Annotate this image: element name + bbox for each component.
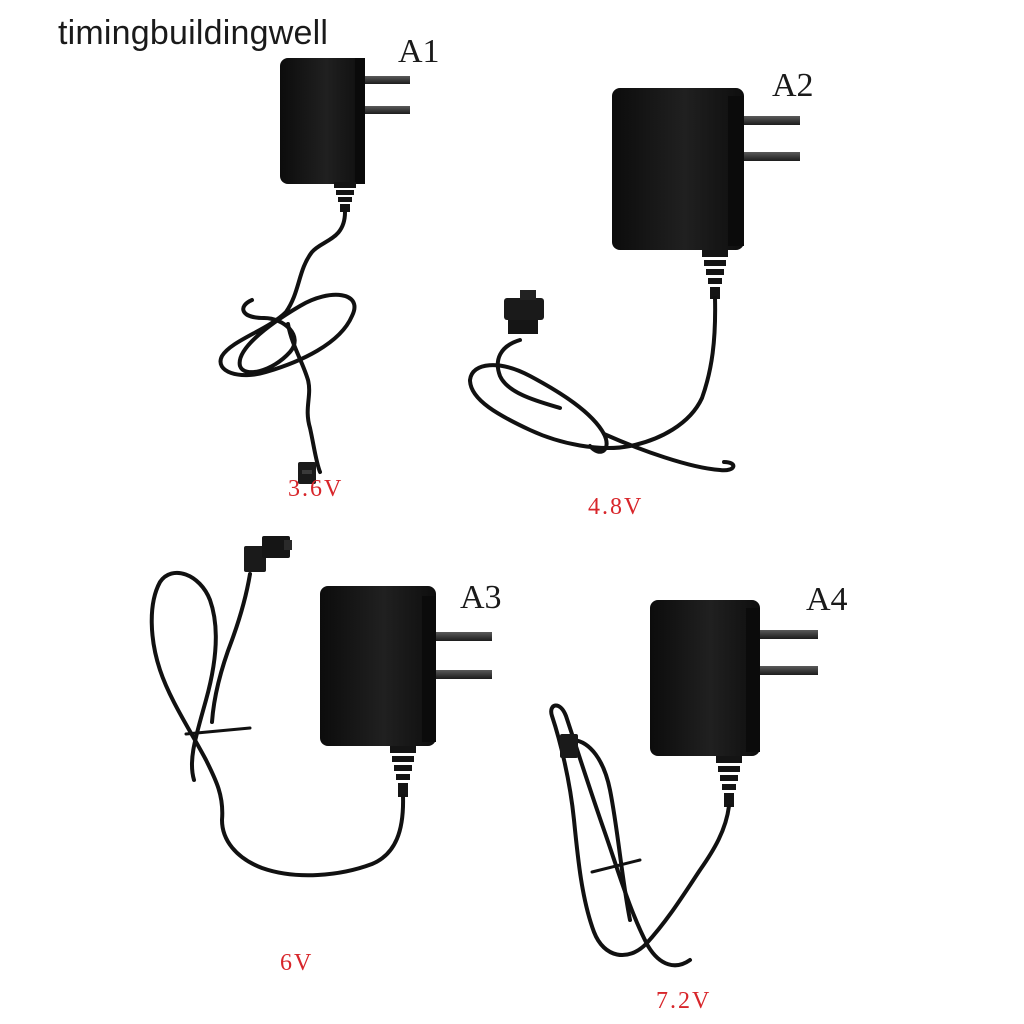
strain-relief bbox=[716, 756, 742, 807]
adapter-a3 bbox=[149, 536, 492, 878]
adapter-a2 bbox=[467, 88, 800, 473]
adapter-body bbox=[280, 58, 364, 184]
adapter-body bbox=[320, 586, 436, 746]
plug-prongs-icon bbox=[432, 632, 492, 679]
voltage-label: 3.6V bbox=[288, 476, 343, 502]
power-cable bbox=[549, 703, 731, 968]
plug-prongs-icon bbox=[756, 630, 818, 675]
adapter-body bbox=[612, 88, 744, 250]
jst-connector bbox=[298, 462, 316, 484]
jst-connector bbox=[244, 536, 292, 572]
power-cable bbox=[218, 210, 357, 378]
adapter-a1 bbox=[218, 58, 410, 484]
jst-connector bbox=[560, 734, 578, 758]
voltage-label: 4.8V bbox=[588, 494, 643, 520]
strain-relief bbox=[702, 250, 728, 299]
model-label: A2 bbox=[772, 67, 814, 104]
model-label: A1 bbox=[398, 33, 440, 70]
plug-prongs-icon bbox=[362, 76, 410, 114]
strain-relief bbox=[334, 182, 356, 212]
voltage-label: 7.2V bbox=[656, 988, 711, 1014]
model-label: A4 bbox=[806, 581, 848, 618]
voltage-label: 6V bbox=[280, 950, 313, 976]
strain-relief bbox=[390, 746, 416, 797]
watermark-text: timingbuildingwell bbox=[58, 14, 329, 52]
model-label: A3 bbox=[460, 579, 502, 616]
power-cable bbox=[149, 570, 406, 878]
adapter-body bbox=[650, 600, 760, 756]
adapter-a4 bbox=[549, 600, 818, 968]
plug-prongs-icon bbox=[742, 116, 800, 161]
jst-connector bbox=[504, 290, 544, 334]
power-cable bbox=[467, 296, 718, 454]
